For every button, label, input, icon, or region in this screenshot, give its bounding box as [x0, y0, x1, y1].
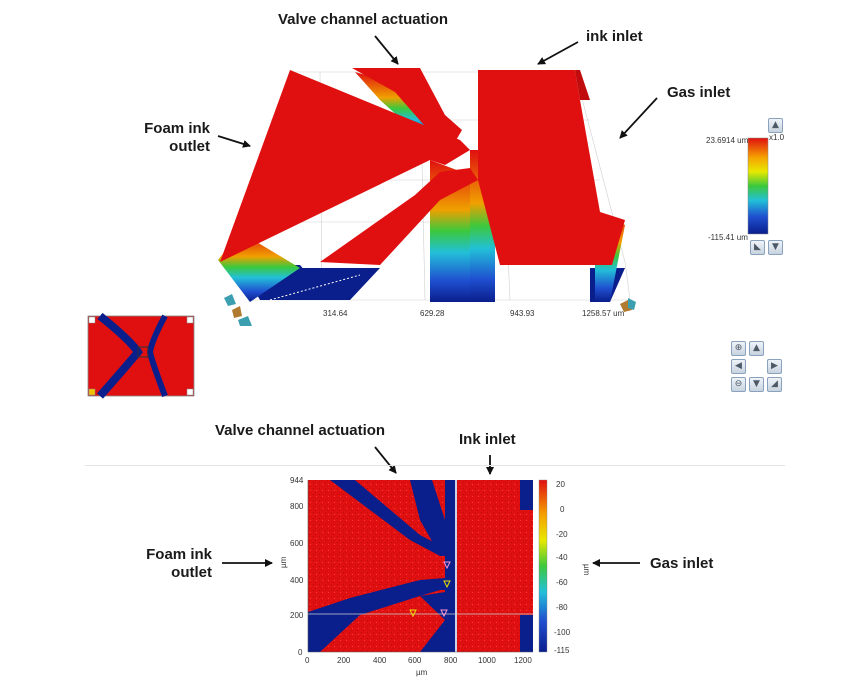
label-foam-outlet-top: Foam ink outlet — [130, 120, 210, 156]
heightmap-2d — [308, 480, 533, 652]
pan-right-arrow-icon[interactable]: ▶ — [767, 359, 782, 374]
label-valve-channel-bottom: Valve channel actuation — [215, 422, 386, 439]
label-foam-outlet-top-line1: Foam ink — [144, 120, 210, 137]
top-colorbar-min: -115.41 um — [708, 233, 748, 242]
cbar-tick-0: 0 — [560, 505, 565, 514]
cbar-tick-m100: -100 — [554, 628, 571, 637]
label-valve-channel-top: Valve channel actuation — [278, 11, 449, 28]
pan-up-arrow-icon[interactable]: ▲ — [749, 341, 764, 356]
arrow-valve-bottom — [374, 446, 397, 474]
arrow-valve-top — [374, 35, 399, 65]
top-colorbar-max: 23.6914 um — [706, 136, 749, 145]
label-ink-inlet-bottom: Ink inlet — [459, 431, 516, 448]
top-x-tick-2: 629.28 — [420, 309, 445, 318]
label-foam-outlet-top-line2: outlet — [169, 138, 210, 155]
bottom-x-tick-1200: 1200 — [514, 656, 532, 665]
label-foam-outlet-bottom-line1: Foam ink — [146, 546, 212, 563]
scale-down-arrow-icon[interactable]: ▼ — [768, 240, 783, 255]
pan-down-arrow-icon[interactable]: ▼ — [749, 377, 764, 392]
bottom-colorbar: 20 0 -20 -40 -60 -80 -100 -115 µm — [538, 479, 591, 655]
bottom-y-tick-0: 0 — [298, 648, 303, 657]
top-x-axis: 314.64 629.28 943.93 1258.57 um — [323, 309, 625, 318]
cbar-unit: µm — [582, 564, 591, 576]
label-gas-inlet-top: Gas inlet — [667, 84, 731, 101]
top-x-tick-4: 1258.57 um — [582, 309, 625, 318]
arrow-foam-outlet-top — [217, 135, 251, 148]
cbar-tick-m40: -40 — [556, 553, 568, 562]
top-x-tick-1: 314.64 — [323, 309, 348, 318]
arrow-ink-inlet-top — [537, 41, 579, 65]
label-ink-inlet-top: ink inlet — [586, 28, 643, 45]
bottom-x-unit: µm — [416, 668, 428, 677]
bottom-x-tick-800: 800 — [444, 656, 458, 665]
label-foam-outlet-bottom: Foam ink outlet — [132, 546, 212, 582]
zoom-in-icon[interactable]: ⊕ — [731, 341, 746, 356]
bottom-y-tick-800: 800 — [290, 502, 304, 511]
bottom-y-tick-600: 600 — [290, 539, 304, 548]
surface-top — [220, 68, 625, 265]
bottom-y-tick-400: 400 — [290, 576, 304, 585]
axis-orientation-icon — [224, 294, 636, 326]
bottom-x-tick-600: 600 — [408, 656, 422, 665]
reset-view-icon[interactable]: ◢ — [767, 377, 782, 392]
top-colorbar: 23.6914 um -115.41 um x1.0 — [706, 133, 785, 242]
bottom-x-tick-0: 0 — [305, 656, 310, 665]
bottom-y-tick-200: 200 — [290, 611, 304, 620]
bottom-x-axis: 0 200 400 600 800 1000 1200 µm — [305, 651, 533, 677]
bottom-y-tick-944: 944 — [290, 476, 304, 485]
cbar-tick-m80: -80 — [556, 603, 568, 612]
cbar-tick-m60: -60 — [556, 578, 568, 587]
cbar-tick-m115: -115 — [554, 646, 570, 655]
bottom-x-tick-1000: 1000 — [478, 656, 496, 665]
scale-up-arrow-icon[interactable]: ▲ — [768, 118, 783, 133]
cbar-tick-20: 20 — [556, 480, 565, 489]
label-foam-outlet-bottom-line2: outlet — [171, 564, 212, 581]
pan-left-arrow-icon[interactable]: ◀ — [731, 359, 746, 374]
cbar-tick-m20: -20 — [556, 530, 568, 539]
panel-divider — [85, 465, 785, 466]
zoom-out-icon[interactable]: ⊖ — [731, 377, 746, 392]
bottom-x-tick-400: 400 — [373, 656, 387, 665]
bottom-x-tick-200: 200 — [337, 656, 351, 665]
bottom-y-unit: µm — [279, 556, 288, 568]
mini-map — [87, 312, 195, 399]
arrow-gas-inlet-top — [619, 97, 658, 139]
bottom-y-axis: 944 800 600 400 200 0 µm — [279, 476, 309, 657]
label-gas-inlet-bottom: Gas inlet — [650, 555, 714, 572]
top-colorbar-scale: x1.0 — [769, 133, 785, 142]
top-x-tick-3: 943.93 — [510, 309, 535, 318]
rotate-icon[interactable]: ◣ — [750, 240, 765, 255]
